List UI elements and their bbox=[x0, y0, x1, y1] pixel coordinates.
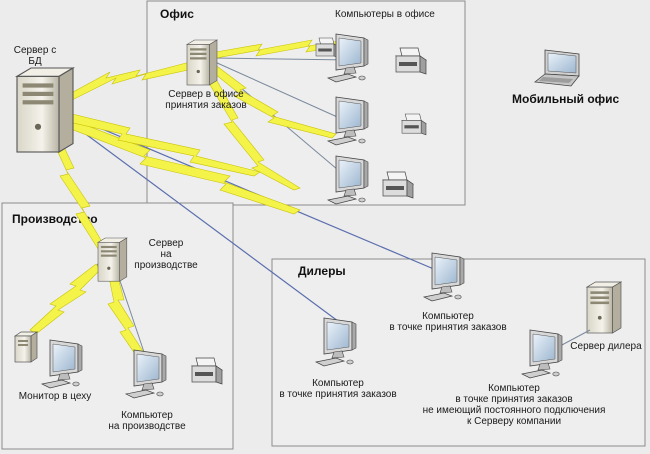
dealer-pc-right-label-4: к Серверу компании bbox=[467, 416, 561, 427]
prod-computer-label-1: Компьютер bbox=[121, 410, 173, 421]
dealer-server-icon bbox=[586, 281, 622, 334]
office-server-label-1: Сервер в офисе bbox=[168, 88, 244, 100]
wire-office-pc2 bbox=[214, 61, 345, 121]
office-computers-label: Компьютеры в офисе bbox=[335, 8, 435, 20]
db-server-label-1: Сервер с bbox=[14, 45, 56, 56]
dealer-pc-right-label-2: в точке принятия заказов bbox=[455, 394, 572, 405]
dealer-pc-top-label-1: Компьютер bbox=[422, 311, 474, 322]
wire-prod-computer bbox=[114, 265, 147, 359]
dealer-pc-left-label-1: Компьютер bbox=[312, 378, 364, 389]
wire-db-to-dealer-left bbox=[59, 114, 351, 331]
prod-server-label-3: производстве bbox=[134, 260, 198, 271]
dealer-pc-top-label-2: в точке принятия заказов bbox=[389, 322, 506, 333]
prod-server-label-1: Сервер bbox=[149, 238, 184, 249]
dealers-title: Дилеры bbox=[298, 264, 346, 278]
wire-office-pc1 bbox=[214, 57, 351, 61]
bolt-prod-monitor bbox=[29, 263, 101, 335]
db-server-icon bbox=[16, 67, 74, 153]
bolt-office-pc2 bbox=[209, 63, 337, 139]
wire-dealer-server-pc bbox=[559, 329, 591, 347]
mobile-office-title: Мобильный офис bbox=[512, 92, 620, 106]
office-server-icon bbox=[186, 39, 218, 86]
db-server-label-2: БД bbox=[28, 56, 42, 67]
office-server-label-2: принятия заказов bbox=[165, 100, 246, 111]
dealer-pc-left-label-2: в точке принятия заказов bbox=[279, 389, 396, 400]
shop-box-icon bbox=[14, 331, 38, 363]
dealer-pc-right-label-3: не имеющий постоянного подключения bbox=[423, 405, 606, 416]
prod-computer-label-2: на производстве bbox=[108, 421, 186, 432]
prod-server-icon bbox=[97, 237, 128, 282]
dealer-server-label: Сервер дилера bbox=[570, 341, 642, 352]
dealer-pc-right-label-1: Компьютер bbox=[488, 383, 540, 394]
bolt-db-to-dealer-top bbox=[57, 115, 301, 215]
office-title: Офис bbox=[160, 7, 194, 21]
bolt-office-pc3 bbox=[205, 71, 301, 191]
bolt-db-to-dealer-server bbox=[59, 111, 261, 177]
shop-monitor-label: Монитор в цеху bbox=[19, 391, 92, 402]
production-title: Производство bbox=[12, 212, 98, 226]
prod-server-label-2: на bbox=[160, 249, 172, 260]
laptop-icon bbox=[533, 49, 580, 87]
